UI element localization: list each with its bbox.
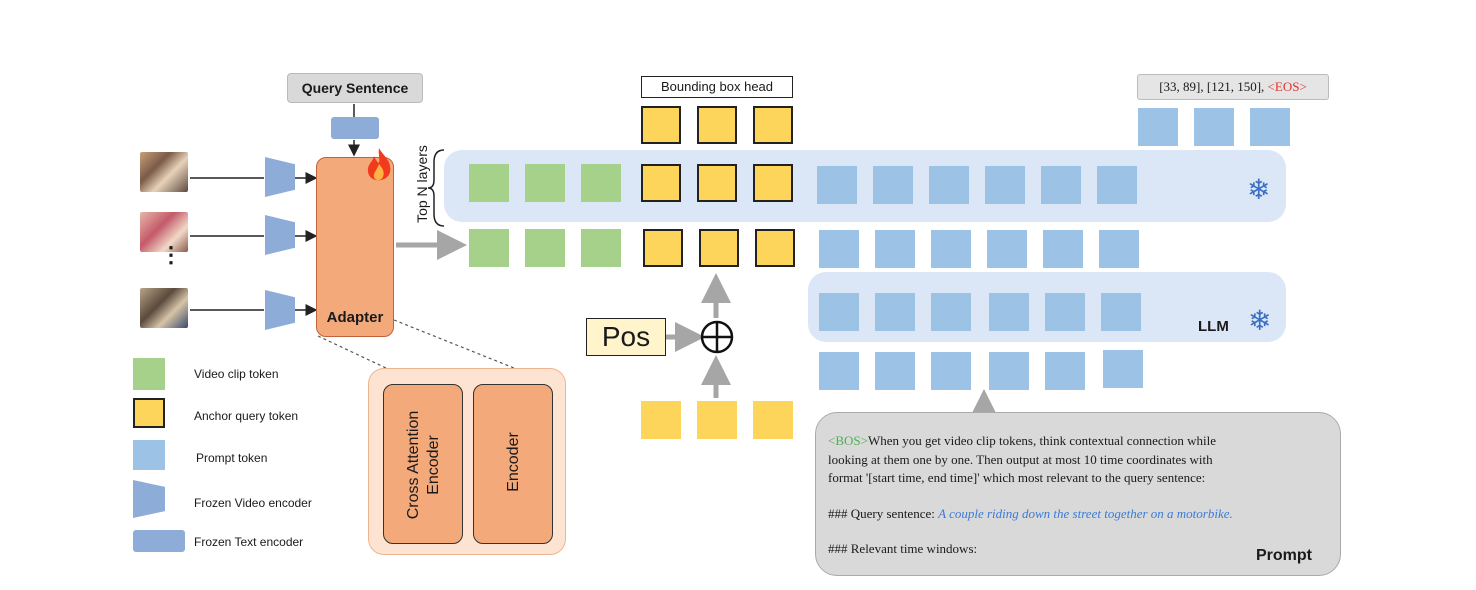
- snowflake-icon: ❄: [1247, 174, 1271, 205]
- prompt-token: [1041, 166, 1081, 204]
- anchor-query-token: [641, 401, 681, 439]
- prompt-token: [875, 293, 915, 331]
- prompt-token: [989, 293, 1029, 331]
- prompt-token: [931, 230, 971, 268]
- output-token: [1194, 108, 1234, 146]
- prompt-label: Prompt: [1256, 547, 1312, 564]
- prompt-token: [989, 352, 1029, 390]
- output-token: [1138, 108, 1178, 146]
- video-clip-token: [469, 229, 509, 267]
- anchor-query-token: [641, 164, 681, 202]
- prompt-token: [819, 230, 859, 268]
- query-sentence-label: Query Sentence: [301, 80, 409, 96]
- zoom-line-left: [317, 335, 387, 369]
- bbox-head-token: [753, 106, 793, 144]
- top-n-layers-label: Top N layers: [414, 145, 430, 223]
- prompt-token: [1101, 293, 1141, 331]
- prompt-query-line: ### Query sentence: A couple riding down…: [828, 506, 1233, 521]
- video-clip-token: [469, 164, 509, 202]
- output-coords: [33, 89], [121, 150],: [1159, 79, 1268, 94]
- video-frame-1: [140, 152, 188, 192]
- prompt-token: [931, 293, 971, 331]
- bounding-box-head-label: Bounding box head: [641, 76, 793, 98]
- video-clip-token: [581, 229, 621, 267]
- prompt-token: [817, 166, 857, 204]
- prompt-line-2: looking at them one by one. Then output …: [828, 452, 1213, 467]
- legend-label: Frozen Text encoder: [194, 535, 304, 549]
- video-clip-token: [525, 229, 565, 267]
- prompt-token: [929, 166, 969, 204]
- output-eos: <EOS>: [1267, 79, 1307, 94]
- bbox-head-token: [641, 106, 681, 144]
- prompt-windows-line: ### Relevant time windows:: [828, 541, 978, 556]
- pos-label: Pos: [601, 321, 651, 352]
- adapter-label: Adapter: [326, 309, 384, 326]
- anchor-query-token: [697, 401, 737, 439]
- prompt-token: [1045, 293, 1085, 331]
- legend-label: Frozen Video encoder: [194, 496, 312, 510]
- anchor-query-token: [643, 229, 683, 267]
- legend-blue-swatch: [133, 440, 165, 470]
- prompt-line-3: format '[start time, end time]' which mo…: [828, 470, 1206, 485]
- prompt-token: [875, 352, 915, 390]
- anchor-query-token: [699, 229, 739, 267]
- output-coordinates-box: [33, 89], [121, 150], <EOS>: [1137, 74, 1329, 100]
- prompt-token: [819, 293, 859, 331]
- legend-yellow-swatch: [133, 398, 165, 428]
- prompt-token: [1097, 166, 1137, 204]
- pos-box: Pos: [586, 318, 666, 356]
- prompt-token: [1099, 230, 1139, 268]
- legend-label: Anchor query token: [194, 409, 299, 423]
- anchor-query-token: [753, 401, 793, 439]
- prompt-token: [987, 230, 1027, 268]
- cross-attention-encoder-block: Cross Attention Encoder: [383, 384, 463, 544]
- video-encoder-icon: [265, 290, 295, 330]
- anchor-query-token: [753, 164, 793, 202]
- prompt-token: [931, 352, 971, 390]
- anchor-query-token: [755, 229, 795, 267]
- prompt-token: [819, 352, 859, 390]
- fire-icon: [364, 146, 394, 191]
- legend-green-swatch: [133, 358, 165, 390]
- anchor-query-token: [697, 164, 737, 202]
- legend-text-encoder-icon: [133, 530, 185, 552]
- adapter-block: Adapter: [316, 157, 394, 337]
- prompt-token: [1043, 230, 1083, 268]
- video-frame-3: [140, 288, 188, 328]
- video-encoder-icon: [265, 157, 295, 197]
- encoder-block: Encoder: [473, 384, 553, 544]
- video-clip-token: [581, 164, 621, 202]
- text-encoder-icon: [331, 117, 379, 139]
- video-encoder-icon: [265, 215, 295, 255]
- legend-label: Prompt token: [196, 451, 268, 465]
- prompt-token: [873, 166, 913, 204]
- bos-token: <BOS>: [828, 433, 868, 448]
- top-n-brace: [427, 149, 445, 227]
- encoder-label: Encoder: [505, 432, 522, 492]
- output-token: [1250, 108, 1290, 146]
- llm-top-layers-panel: [444, 150, 1286, 222]
- query-text: A couple riding down the street together…: [938, 506, 1233, 521]
- prompt-token: [1103, 350, 1143, 388]
- prompt-line-1: <BOS>When you get video clip tokens, thi…: [828, 433, 1216, 448]
- snowflake-icon: ❄: [1248, 305, 1272, 336]
- zoom-line-right: [393, 319, 515, 369]
- legend-label: Video clip token: [194, 367, 279, 381]
- video-clip-token: [525, 164, 565, 202]
- legend-video-encoder-icon: [133, 480, 165, 518]
- video-frame-2: [140, 212, 188, 252]
- prompt-token: [875, 230, 915, 268]
- bbox-head-token: [697, 106, 737, 144]
- prompt-token: [985, 166, 1025, 204]
- prompt-token: [1045, 352, 1085, 390]
- prompt-box: <BOS>When you get video clip tokens, thi…: [815, 412, 1341, 576]
- ellipsis-icon: ⋮: [160, 242, 182, 267]
- query-sentence-box: Query Sentence: [287, 73, 423, 103]
- cross-attention-encoder-label: Cross Attention Encoder: [405, 410, 442, 520]
- llm-label: LLM: [1198, 318, 1229, 335]
